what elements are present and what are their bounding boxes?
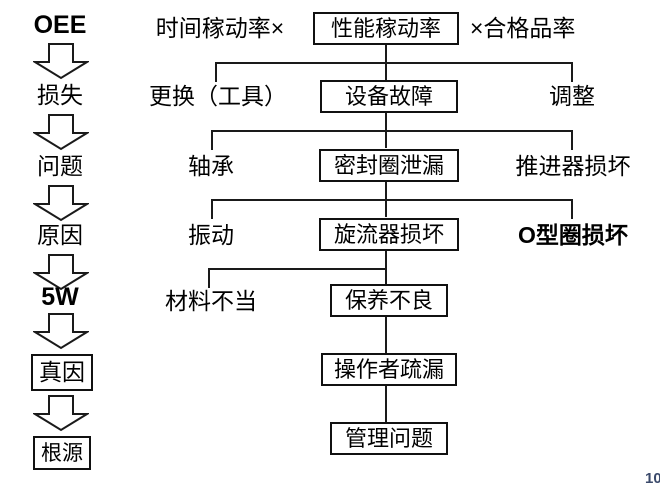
connector-vertical bbox=[571, 62, 573, 82]
connector-vertical bbox=[385, 45, 387, 63]
rail-step-oee: OEE bbox=[33, 11, 87, 39]
tree-l2-center-box: 设备故障 bbox=[320, 80, 458, 113]
connector-vertical bbox=[385, 386, 387, 422]
connector-vertical bbox=[385, 62, 387, 80]
down-arrow bbox=[33, 114, 89, 151]
connector-vertical bbox=[385, 130, 387, 148]
down-arrow bbox=[33, 313, 89, 350]
connector-vertical bbox=[211, 199, 213, 219]
connector-vertical bbox=[385, 113, 387, 131]
tree-l3-center-box: 密封圈泄漏 bbox=[319, 149, 459, 182]
tree-l1-right-label: ×合格品率 bbox=[470, 15, 576, 41]
connector-vertical bbox=[571, 130, 573, 150]
tree-l4-center-box: 旋流器损坏 bbox=[319, 218, 459, 251]
connector-vertical bbox=[571, 199, 573, 219]
down-arrow bbox=[33, 254, 89, 291]
connector-horizontal bbox=[211, 130, 573, 132]
connector-vertical bbox=[385, 251, 387, 269]
rail-step-root: 根源 bbox=[33, 436, 91, 470]
connector-vertical bbox=[385, 317, 387, 353]
connector-vertical bbox=[211, 130, 213, 150]
rail-step-cause: 原因 bbox=[37, 222, 83, 248]
connector-vertical bbox=[385, 182, 387, 200]
tree-l3-left-label: 轴承 bbox=[188, 153, 234, 179]
connector-horizontal bbox=[208, 268, 387, 270]
rail-step-5w: 5W bbox=[41, 283, 79, 311]
tree-l7-center-box: 管理问题 bbox=[330, 422, 448, 455]
tree-l2-left-label: 更换（工具） bbox=[149, 83, 287, 109]
rail-step-loss: 损失 bbox=[37, 82, 83, 108]
connector-horizontal bbox=[215, 62, 573, 64]
tree-l6-center-box: 操作者疏漏 bbox=[321, 353, 457, 386]
connector-vertical bbox=[385, 268, 387, 286]
connector-vertical bbox=[385, 199, 387, 217]
tree-l5-left-label: 材料不当 bbox=[165, 288, 257, 314]
connector-horizontal bbox=[211, 199, 573, 201]
down-arrow bbox=[33, 395, 89, 432]
tree-l2-right-label: 调整 bbox=[549, 83, 595, 109]
tree-l5-center-box: 保养不良 bbox=[330, 284, 448, 317]
tree-l4-left-label: 振动 bbox=[188, 222, 234, 248]
tree-l1-center-box: 性能稼动率 bbox=[313, 12, 459, 45]
connector-vertical bbox=[208, 268, 210, 288]
tree-l4-right-label: O型圈损坏 bbox=[518, 222, 628, 248]
rail-step-true-cause: 真因 bbox=[31, 354, 93, 391]
down-arrow bbox=[33, 185, 89, 222]
connector-vertical bbox=[215, 62, 217, 82]
tree-l1-left-label: 时间稼动率× bbox=[155, 15, 285, 41]
page-number: 10 bbox=[645, 470, 660, 487]
tree-l3-right-label: 推进器损坏 bbox=[515, 153, 631, 179]
down-arrow bbox=[33, 43, 89, 80]
rail-step-problem: 问题 bbox=[37, 153, 83, 179]
